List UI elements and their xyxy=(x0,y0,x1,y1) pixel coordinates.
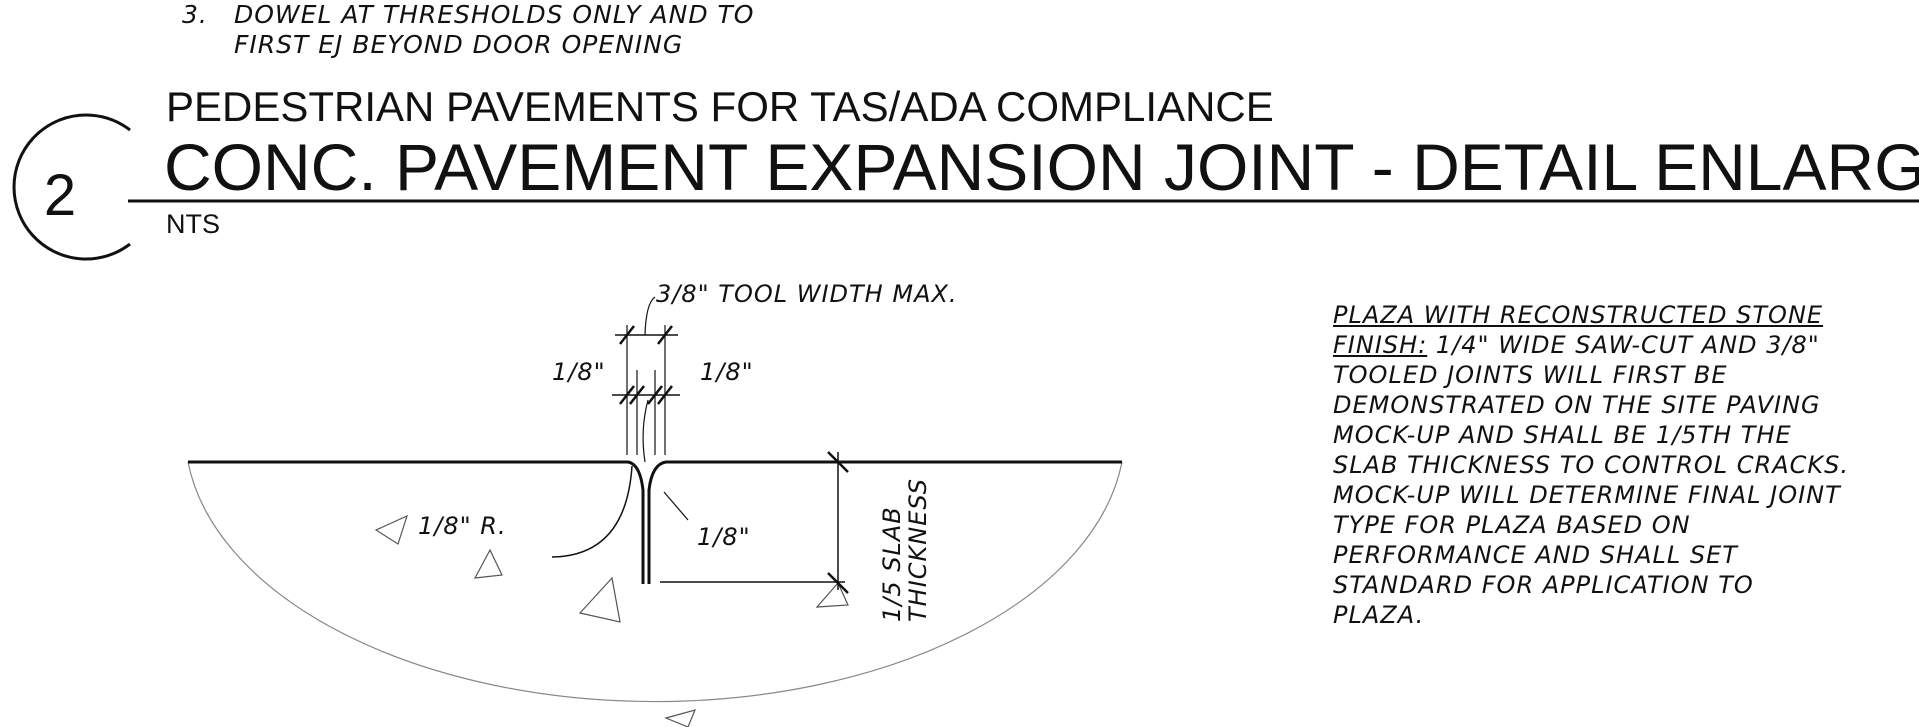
dimension-tick xyxy=(629,385,645,405)
dimension-tick xyxy=(827,451,849,473)
plaza-note-body: 1/4" WIDE SAW-CUT AND 3/8" TOOLED JOINTS… xyxy=(1333,331,1849,629)
note-line-1: DOWEL AT THRESHOLDS ONLY AND TO xyxy=(234,0,755,29)
detail-bubble xyxy=(12,113,131,261)
dimension-tick xyxy=(619,385,635,405)
plaza-note-lead: PLAZA WITH RECONSTRUCTED STONE FINISH: xyxy=(1333,301,1824,359)
detail-number: 2 xyxy=(43,163,77,228)
tool-width-leader xyxy=(644,296,656,336)
aggregate-mark xyxy=(815,581,849,608)
detail-scale: NTS xyxy=(166,209,220,239)
joint-leader xyxy=(642,399,649,463)
slab-surface-right xyxy=(647,460,1122,584)
plaza-joint-note: PLAZA WITH RECONSTRUCTED STONE FINISH: 1… xyxy=(1333,300,1919,630)
dimension-tick xyxy=(657,385,673,405)
aggregate-mark xyxy=(664,709,697,727)
note-number: 3. xyxy=(182,0,208,29)
depth-label-line-2: THICKNESS xyxy=(904,478,932,622)
detail-title: CONC. PAVEMENT EXPANSION JOINT - DETAIL … xyxy=(164,130,1919,204)
note-line-2: FIRST EJ BEYOND DOOR OPENING xyxy=(234,30,684,59)
general-note-3: 3. DOWEL AT THRESHOLDS ONLY AND TO FIRST … xyxy=(182,0,754,60)
edge-leader xyxy=(663,491,689,521)
dimension-tick xyxy=(827,572,849,594)
dimension-tick xyxy=(647,385,663,405)
slab-surface-left xyxy=(188,460,645,584)
radius-label: 1/8" R. xyxy=(418,512,507,540)
aggregate-mark xyxy=(578,576,621,623)
left-offset-label: 1/8" xyxy=(552,358,606,386)
tool-width-label: 3/8" TOOL WIDTH MAX. xyxy=(656,280,958,308)
right-offset-label: 1/8" xyxy=(700,358,754,386)
edge-label: 1/8" xyxy=(697,523,751,551)
aggregate-mark xyxy=(374,514,408,545)
dimension-tick xyxy=(619,325,635,345)
radius-leader xyxy=(551,465,633,558)
depth-label-line-1: 1/5 SLAB xyxy=(878,506,906,622)
detail-subtitle: PEDESTRIAN PAVEMENTS FOR TAS/ADA COMPLIA… xyxy=(166,83,1274,130)
slab-breakout-arc xyxy=(187,461,1123,703)
aggregate-mark xyxy=(473,548,503,579)
dimension-tick xyxy=(657,325,673,345)
